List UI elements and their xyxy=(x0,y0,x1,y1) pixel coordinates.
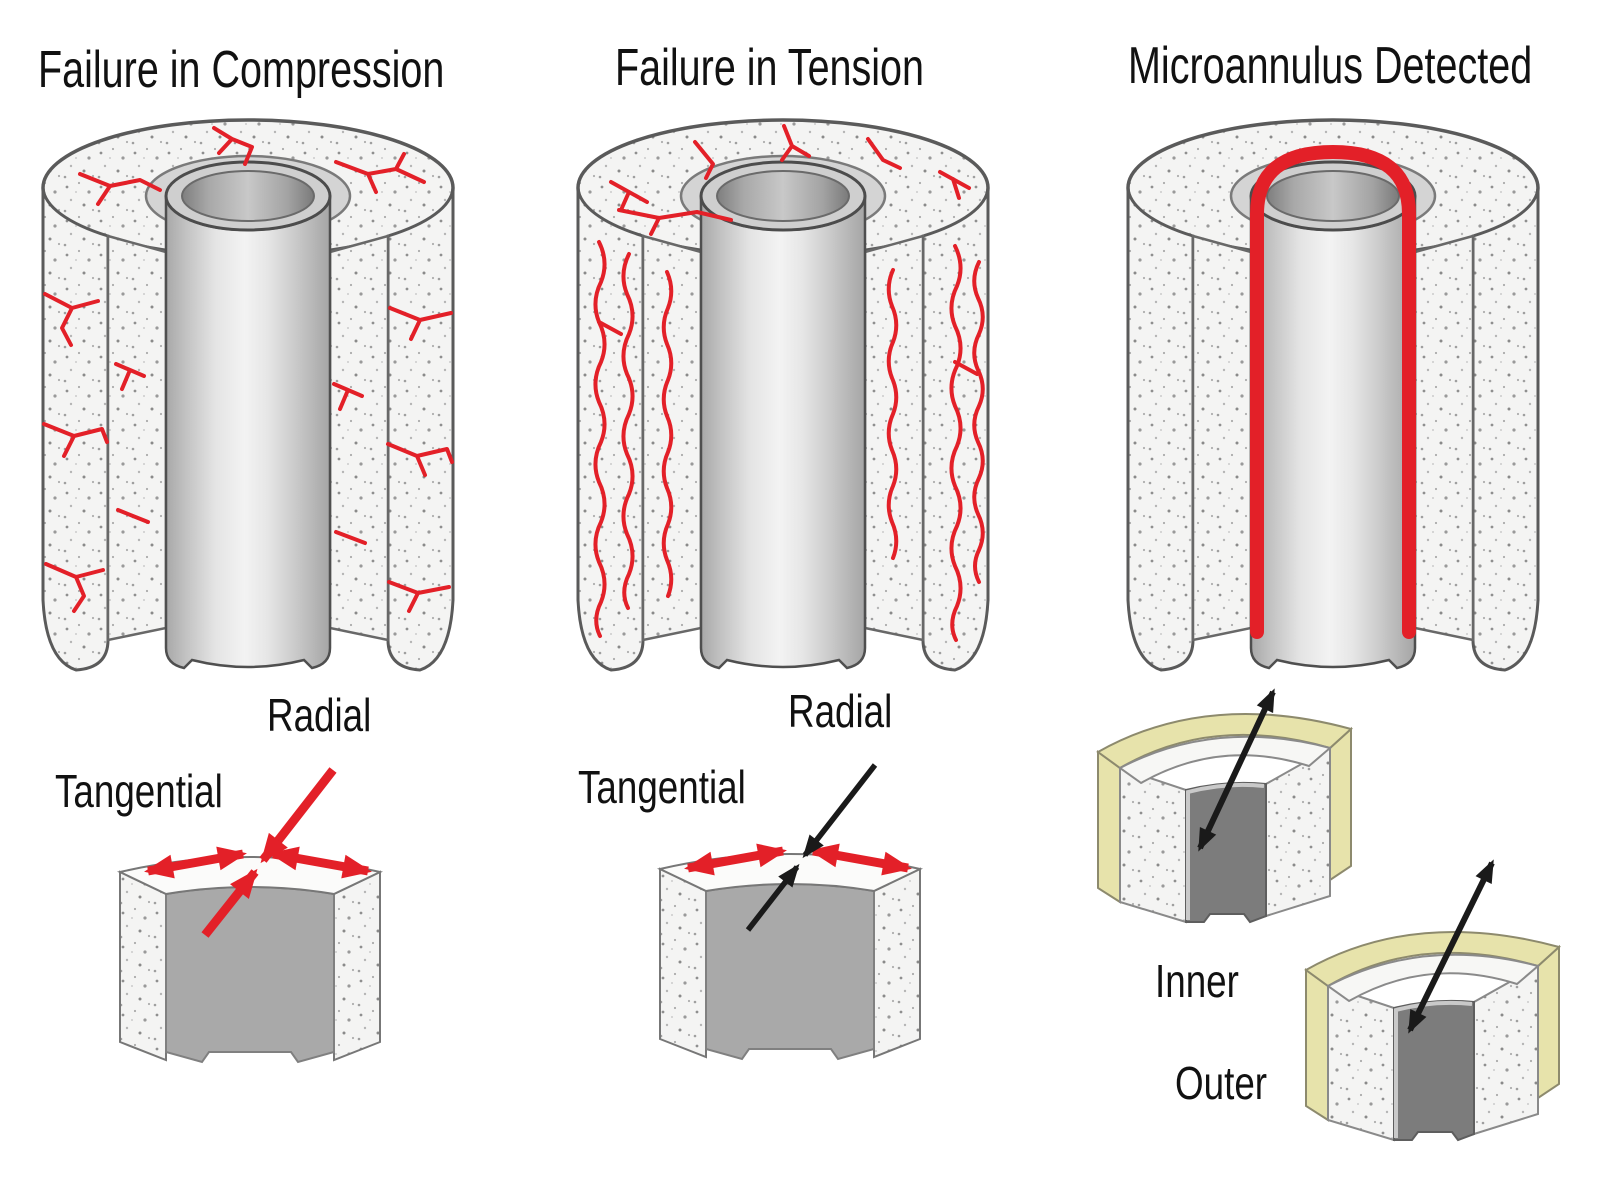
tangential-arrow-left xyxy=(684,843,787,876)
tangential-label-tension: Tangential xyxy=(578,761,746,813)
cylinder-tension xyxy=(576,118,990,672)
radial-label-tension: Radial xyxy=(788,685,893,737)
compression-cracks xyxy=(42,126,454,613)
compression-stress-arrows xyxy=(144,767,372,938)
radial-arrow-lower xyxy=(745,863,800,932)
stress-block-compression xyxy=(119,767,381,1063)
cutaway-inner xyxy=(1096,688,1353,924)
tension-radial-arrows xyxy=(745,763,878,932)
microannulus-band xyxy=(1250,145,1416,639)
radial-arrow-lower xyxy=(201,868,259,938)
tangential-label-compression: Tangential xyxy=(55,765,223,817)
panel-title-microannulus: Microannulus Detected xyxy=(1128,37,1533,95)
panel-title-tension: Failure in Tension xyxy=(615,39,925,97)
tangential-arrow-right xyxy=(809,843,912,876)
tangential-arrow-right xyxy=(269,846,372,879)
outer-label: Outer xyxy=(1175,1057,1268,1109)
panel-title-compression: Failure in Compression xyxy=(38,41,445,99)
tension-tangential-arrows xyxy=(684,843,912,876)
tension-cracks xyxy=(593,124,985,642)
cylinder-microannulus xyxy=(1126,118,1540,672)
radial-arrow-upper xyxy=(259,767,337,864)
radial-arrow-upper xyxy=(802,763,878,859)
tangential-arrow-left xyxy=(144,846,247,879)
stress-block-tension xyxy=(659,763,921,1060)
cylinder-compression xyxy=(41,118,455,672)
inner-label: Inner xyxy=(1155,955,1239,1007)
outer-microannulus-arrow xyxy=(1407,859,1495,1034)
radial-label-compression: Radial xyxy=(267,689,372,741)
inner-microannulus-arrow xyxy=(1197,688,1276,852)
cutaway-outer xyxy=(1304,859,1561,1142)
